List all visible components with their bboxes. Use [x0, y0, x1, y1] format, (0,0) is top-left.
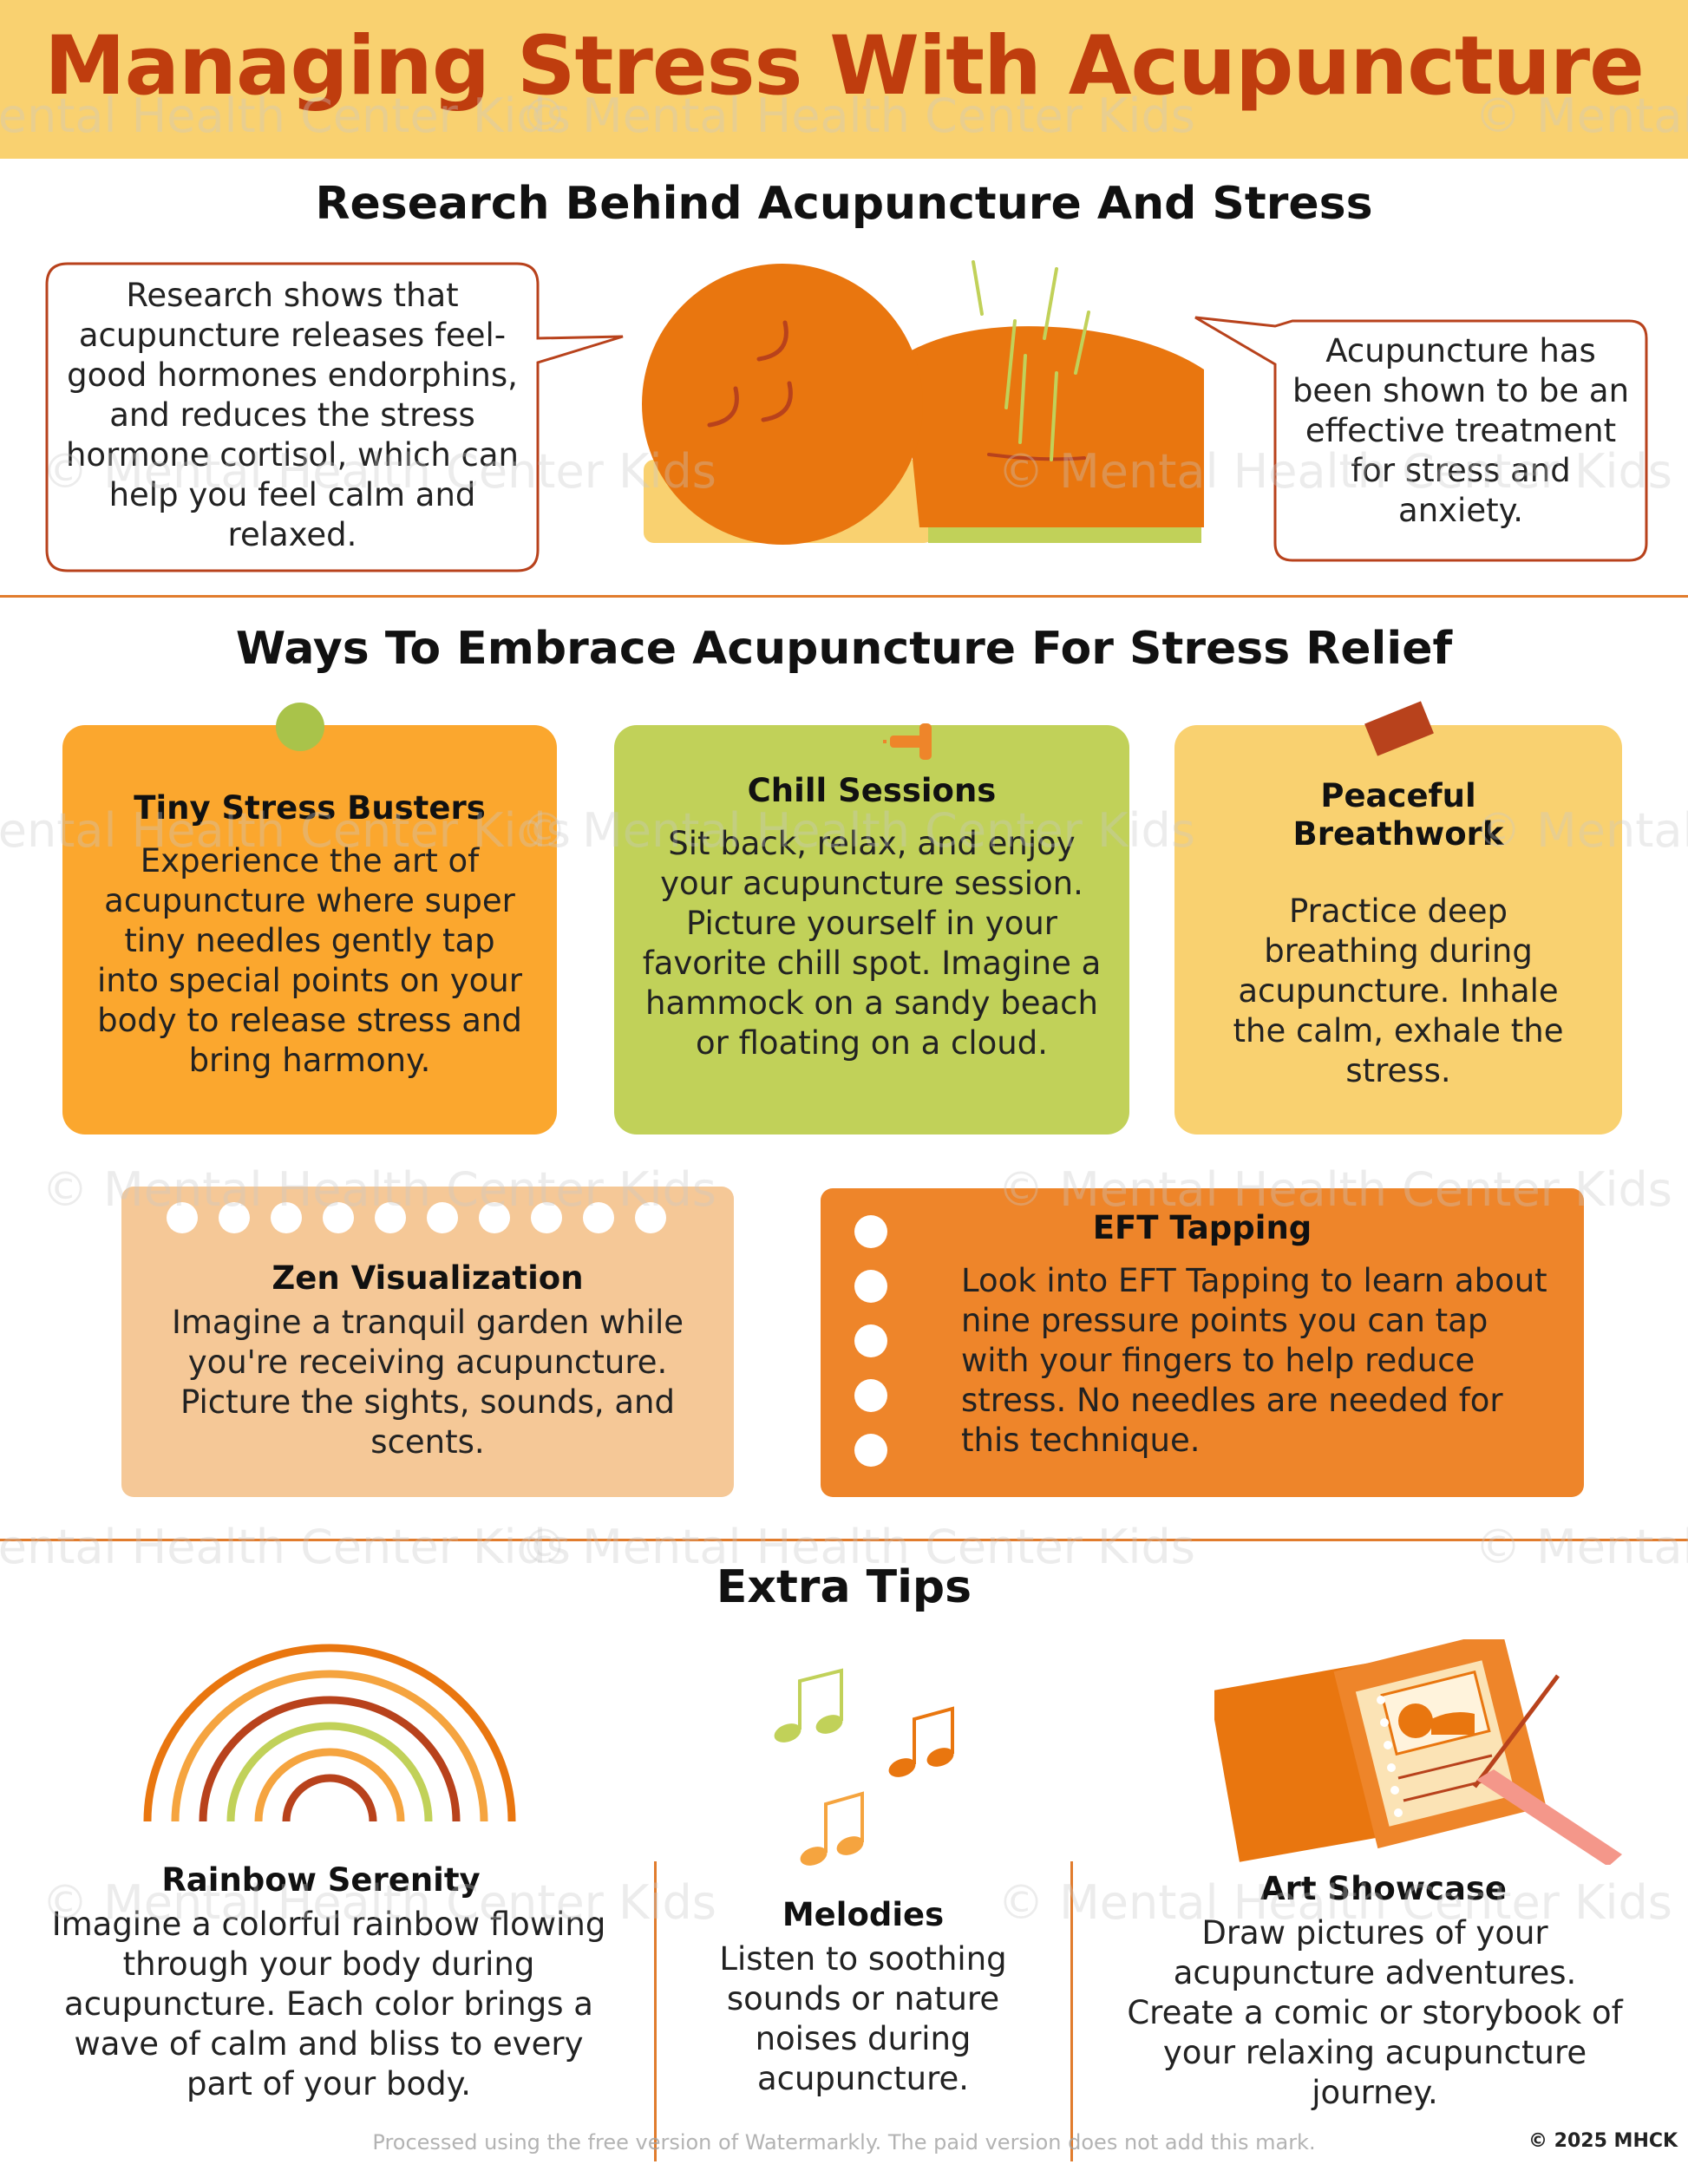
section-divider-2: [0, 1539, 1688, 1541]
rainbow-icon: [143, 1644, 516, 1822]
card-eft-tapping: EFT Tapping Look into EFT Tapping to lea…: [821, 1188, 1584, 1497]
card-chill-sessions: Chill Sessions Sit back, relax, and enjo…: [614, 725, 1129, 1135]
card-body: Practice deep breathing during acupunctu…: [1233, 893, 1564, 1089]
research-right-text: Acupuncture has been shown to be an effe…: [1292, 332, 1630, 529]
card-body: Experience the art of acupuncture where …: [97, 842, 522, 1079]
copyright: © 2025 MHCK: [1528, 2130, 1678, 2152]
extra-heading: Extra Tips: [716, 1561, 972, 1613]
card-title: Tiny Stress Busters: [134, 789, 486, 827]
page-title: Managing Stress With Acupuncture: [44, 19, 1645, 114]
notepad-holes-icon: [167, 1202, 666, 1233]
card-peaceful-breathwork: Peaceful Breathwork Practice deep breath…: [1174, 725, 1622, 1135]
card-body: Imagine a tranquil garden while you're r…: [171, 1304, 684, 1461]
card-title: Zen Visualization: [272, 1259, 584, 1297]
research-illustration: [45, 260, 1648, 572]
tip-divider-1: [654, 1861, 657, 2161]
card-tiny-stress-busters: Tiny Stress Busters Experience the art o…: [62, 725, 557, 1135]
tip-title-rainbow: Rainbow Serenity: [161, 1861, 481, 1899]
research-left-text: Research shows that acupuncture releases…: [65, 277, 519, 553]
pin-dot-icon: [276, 703, 324, 751]
left-speech-bubble: [45, 262, 624, 572]
tip-body-art: Draw pictures of your acupuncture advent…: [1127, 1914, 1623, 2111]
sleeping-person-icon: [642, 260, 1204, 545]
card-body: Look into EFT Tapping to learn about nin…: [961, 1262, 1547, 1459]
card-title: Peaceful Breathwork: [1292, 777, 1504, 853]
footer-note: Processed using the free version of Wate…: [372, 2130, 1316, 2155]
sketchbook-icon: [1214, 1639, 1622, 1865]
tip-title-melodies: Melodies: [782, 1896, 945, 1933]
tip-body-melodies: Listen to soothing sounds or nature nois…: [719, 1940, 1007, 2097]
binder-holes-icon: [854, 1215, 887, 1467]
right-speech-bubble: [1194, 316, 1648, 562]
research-heading: Research Behind Acupuncture And Stress: [315, 178, 1373, 230]
section-divider-1: [0, 595, 1688, 598]
tip-body-rainbow: Imagine a colorful rainbow flowing throu…: [51, 1906, 606, 2102]
header-banner: [0, 0, 1688, 159]
ways-heading: Ways To Embrace Acupuncture For Stress R…: [235, 623, 1453, 675]
card-title: Chill Sessions: [747, 772, 997, 809]
tip-divider-2: [1070, 1861, 1073, 2161]
card-body: Sit back, relax, and enjoy your acupunct…: [642, 825, 1102, 1062]
tip-title-art: Art Showcase: [1259, 1870, 1508, 1907]
card-title: EFT Tapping: [1092, 1209, 1312, 1246]
push-pin-icon: [883, 723, 932, 760]
card-zen-visualization: Zen Visualization Imagine a tranquil gar…: [121, 1187, 734, 1497]
music-notes-icon: [774, 1668, 954, 1866]
